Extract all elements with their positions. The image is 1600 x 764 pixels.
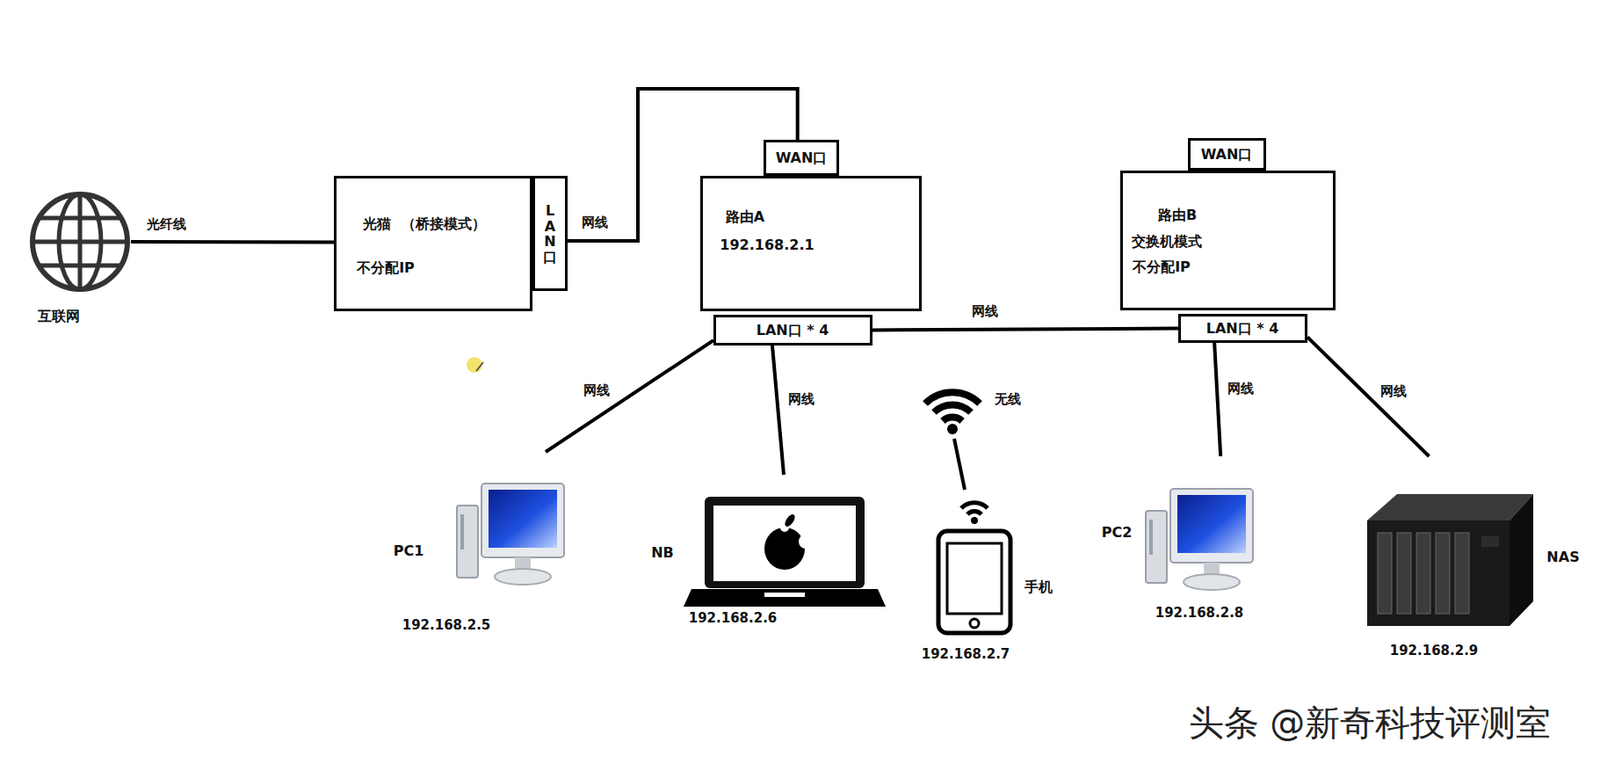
ip-address: 192.168.2.6: [688, 609, 778, 626]
device-phone: 手机192.168.2.7: [931, 492, 1018, 638]
device-name: NB: [651, 543, 674, 561]
lan-port: LAN口 * 4: [1178, 313, 1308, 343]
ip-address: 192.168.2.8: [1155, 604, 1245, 621]
internet-globe: 互联网: [28, 190, 131, 293]
node-text: LAN口: [542, 202, 558, 265]
cable-label: 网线: [970, 303, 1000, 320]
node-text: LAN口 * 4: [756, 321, 830, 339]
ip-address: 192.168.2.9: [1390, 642, 1479, 659]
modem-box: 光猫 （桥接模式） 不分配IP: [333, 175, 533, 312]
device-pc: PC2192.168.2.8: [1133, 456, 1270, 597]
cursor-dot: [466, 356, 484, 373]
device-name: NAS: [1546, 548, 1579, 565]
cable-label: 网线: [1378, 383, 1409, 400]
phone-icon: [938, 502, 1011, 633]
network-cable: [872, 328, 1179, 331]
ip-address: 192.168.2.7: [921, 645, 1011, 662]
wan-port: WAN口: [763, 139, 840, 176]
device-nas: NAS192.168.2.9: [1361, 456, 1535, 628]
nas-icon: [1367, 493, 1534, 626]
node-text: 光猫: [362, 215, 391, 232]
network-cable: [772, 345, 784, 475]
ip-address: 192.168.2.5: [402, 616, 492, 633]
cable-label: 网线: [579, 214, 610, 232]
network-cable: [1307, 336, 1429, 457]
cable-label: 网线: [581, 382, 612, 399]
node-text: 路由B: [1158, 206, 1197, 224]
node-text: LAN口 * 4: [1206, 319, 1280, 337]
device-name: PC2: [1101, 523, 1133, 541]
laptop-icon: [683, 496, 886, 607]
watermark: 头条 @新奇科技评测室: [1187, 698, 1554, 747]
cable-label: 网线: [786, 390, 817, 408]
node-text: WAN口: [1201, 145, 1253, 163]
node-text: 不分配IP: [356, 259, 415, 276]
globe-icon: [32, 194, 128, 290]
pc1-icon: [456, 483, 565, 585]
pc2-icon: [1145, 488, 1253, 590]
lan-port: LAN口: [532, 175, 568, 291]
node-text: WAN口: [775, 149, 828, 167]
device-pc: PC1192.168.2.5: [443, 451, 572, 598]
node-text: 不分配IP: [1132, 258, 1191, 276]
device-name: 手机: [1024, 578, 1053, 595]
router-box: 路由B 交换机模式不分配IP: [1120, 170, 1336, 311]
device-name: PC1: [393, 542, 425, 559]
node-text: 交换机模式: [1131, 232, 1202, 250]
network-cable: [1214, 342, 1221, 457]
router-box: 路由A 192.168.2.1: [700, 175, 922, 312]
cable-label: 网线: [1225, 380, 1256, 398]
wireless-label: 无线: [992, 390, 1023, 408]
wan-port: WAN口: [1187, 137, 1267, 171]
node-text: 192.168.2.1: [719, 236, 814, 254]
node-text: （桥接模式）: [401, 215, 486, 232]
cable-label: 光纤线: [144, 216, 189, 233]
lan-port: LAN口 * 4: [713, 314, 873, 346]
device-laptop: NB192.168.2.6: [698, 474, 871, 607]
node-text: 路由A: [725, 208, 765, 225]
node-text: 互联网: [37, 307, 80, 325]
network-cable: [545, 340, 714, 452]
network-cable: [130, 239, 334, 244]
wireless-symbol: [925, 391, 980, 490]
